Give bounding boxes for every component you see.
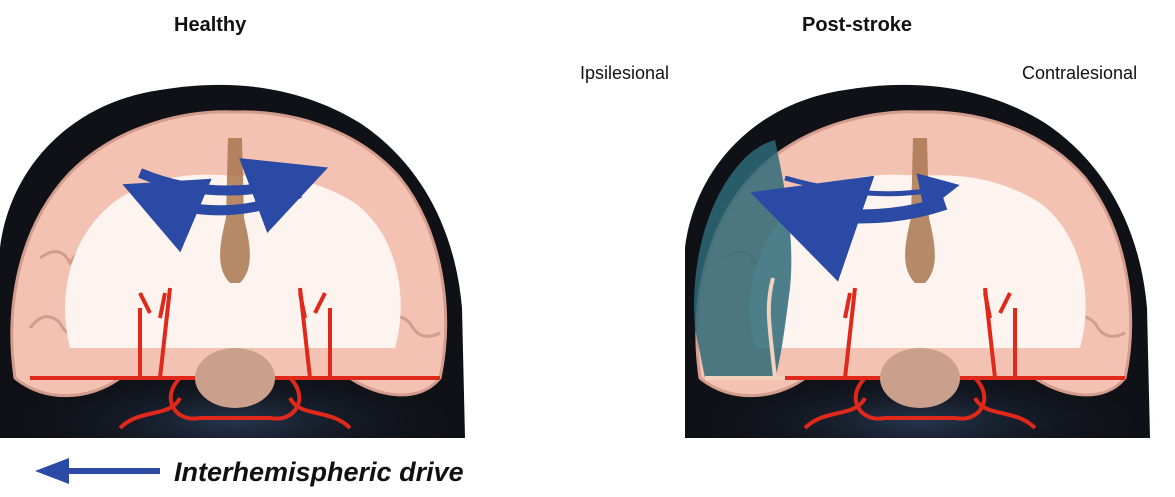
ipsilesional-label: Ipsilesional bbox=[580, 63, 669, 84]
brain-healthy-illustration bbox=[0, 78, 470, 438]
legend-label: Interhemispheric drive bbox=[174, 457, 464, 488]
brainstem bbox=[195, 348, 275, 408]
brainstem bbox=[880, 348, 960, 408]
brain-post-stroke-illustration bbox=[685, 78, 1155, 438]
stroke-lesion bbox=[694, 140, 791, 378]
panel-title-healthy: Healthy bbox=[174, 14, 246, 37]
panel-title-post-stroke: Post-stroke bbox=[802, 14, 912, 37]
